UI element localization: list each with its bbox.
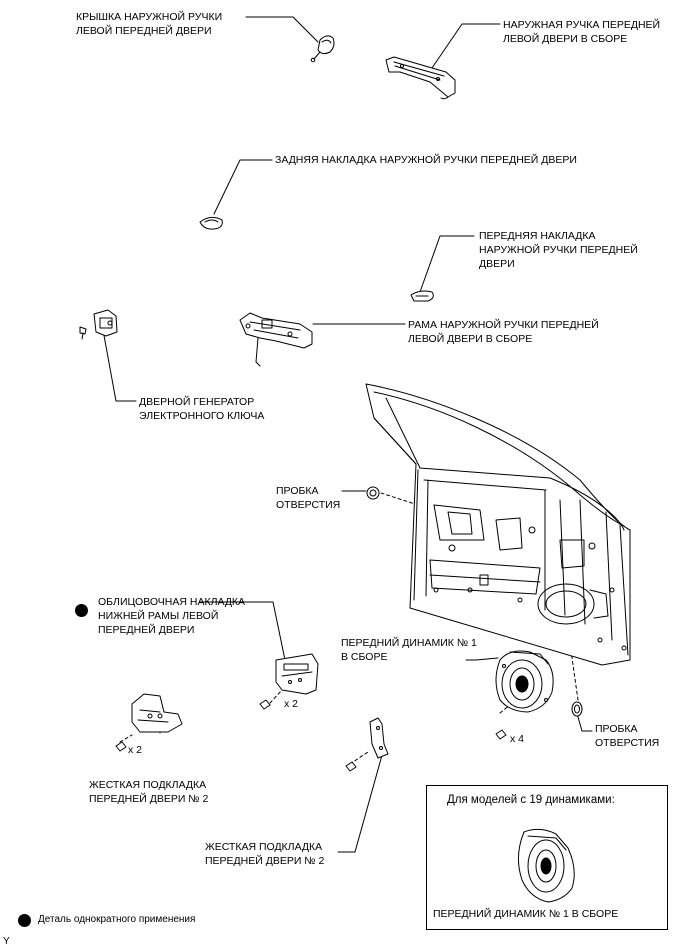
inset-part-label: ПЕРЕДНИЙ ДИНАМИК № 1 В СБОРЕ xyxy=(433,908,619,920)
hole-plug-upper-part xyxy=(366,486,380,500)
door-panel xyxy=(365,383,631,666)
outer-handle-part xyxy=(385,56,456,100)
bolts xyxy=(115,699,507,772)
inset-title: Для моделей с 19 динамиками: xyxy=(447,794,615,806)
label-rear-pad: ЗАДНЯЯ НАКЛАДКА НАРУЖНОЙ РУЧКИ ПЕРЕДНЕЙ … xyxy=(275,154,577,166)
single-use-marker xyxy=(75,604,88,617)
qty-stiffener: x 2 xyxy=(128,744,143,756)
stiffener-left-part xyxy=(131,693,183,733)
inset-speaker-part xyxy=(518,828,575,903)
oscillator-part xyxy=(79,309,118,340)
rear-pad-part xyxy=(199,216,223,230)
frame-part xyxy=(239,312,313,367)
qty-speaker: x 4 xyxy=(510,733,525,745)
speaker-part xyxy=(495,650,554,713)
qty-garnish: x 2 xyxy=(284,698,299,710)
inset-box xyxy=(426,785,668,930)
legend-marker xyxy=(18,914,31,927)
corner-mark: Y xyxy=(3,936,10,947)
hole-plug-lower-part xyxy=(571,701,583,717)
front-pad-part xyxy=(410,290,434,302)
garnish-part xyxy=(275,653,319,695)
legend-text: Деталь однократного применения xyxy=(38,914,196,925)
handle-cover-part xyxy=(310,35,335,63)
stiffener-center-part xyxy=(369,717,389,759)
